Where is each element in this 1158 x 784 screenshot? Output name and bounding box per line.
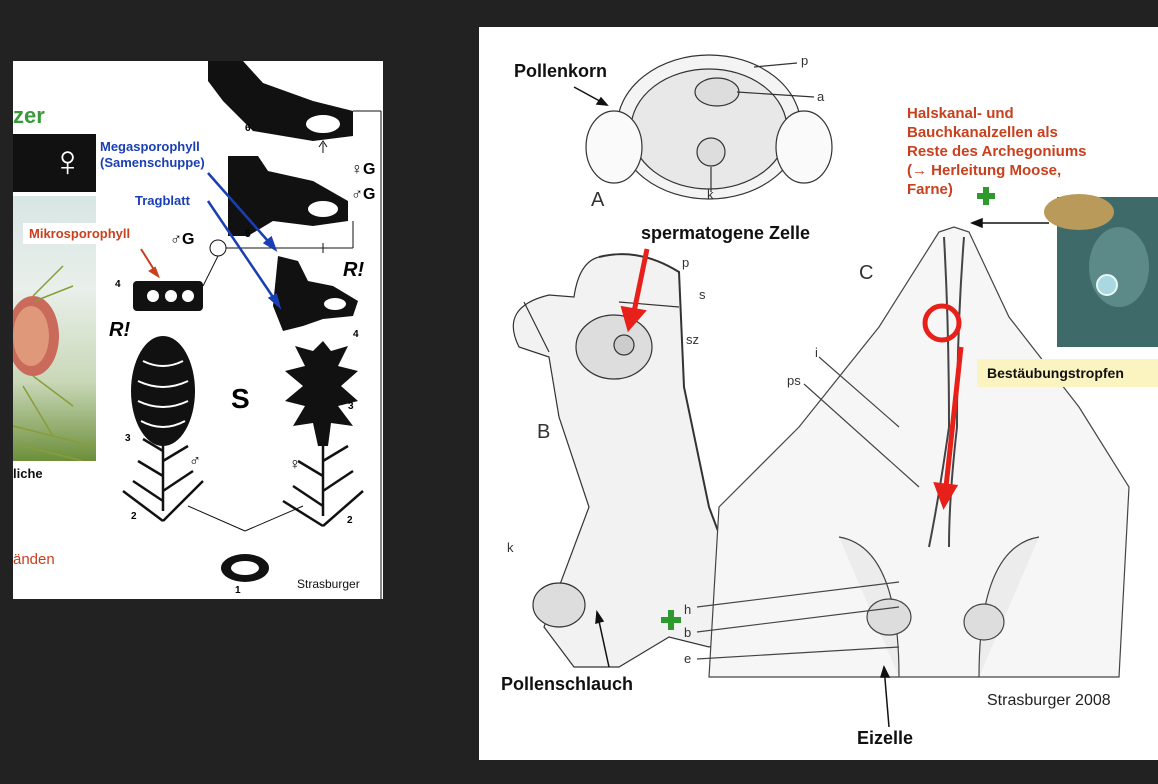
female-g-top: ♀G [351,161,376,178]
stage5-scale [228,156,348,236]
bottom-fragment: änden [13,551,55,568]
letter-p2: p [682,255,690,270]
spermatogene-label: spermatogene Zelle [641,223,811,243]
left-source: Strasburger [297,577,360,591]
r-right: R! [343,259,365,281]
megasporophyll-line1: Megasporophyll [100,139,200,154]
letter-e: e [684,651,692,666]
mikrosporophyll-label: Mikrosporophyll [23,223,137,244]
right-slide: Pollenkorn spermatogene Zelle Pollenschl… [479,27,1158,760]
stage5-ovule [306,199,340,219]
r-left: R! [109,319,131,341]
pollenschlauch-label: Pollenschlauch [501,674,634,694]
num1: 1 [235,585,241,596]
megasporophyll-label: Megasporophyll (Samenschuppe) [100,139,205,171]
plus-icons [661,187,995,630]
num5: 5 [245,229,251,240]
figure-a-pollen-grain [585,54,833,200]
letter-k1: k [707,187,714,202]
female-symbol: ♀ [51,137,84,186]
letter-h: h [684,602,692,617]
black-arrows [595,217,1049,728]
bestaeubung-label: Bestäubungstropfen [977,359,1158,387]
life-cycle-drawing [122,61,382,599]
female-banner: ♀ [13,134,96,192]
halskanal-line1: Halskanal- und [907,105,1014,122]
stage6-ovule [304,113,342,135]
eizelle-label: Eizelle [857,728,914,748]
num2b: 2 [347,515,353,526]
male-g-right: ♂G [351,186,376,203]
male-symbol: ♂ [189,453,201,470]
letter-b: b [684,625,692,640]
num4a: 4 [115,279,121,290]
canal-cells-circle [922,303,962,343]
figure-b-pollen-tube [512,253,755,668]
num6: 6 [245,123,251,134]
num2a: 2 [131,511,137,522]
left-slide: zer ♀ Mikrosporophyll liche änden Megasp… [13,61,383,599]
num3a: 3 [125,433,131,444]
male-g: ♂G [170,231,195,248]
letter-p1: p [801,53,809,68]
stage4-female-scale [273,256,358,331]
plus-icon-bottom [661,610,681,630]
red-arrows [620,248,964,510]
figure-c-archegonium [696,226,1130,678]
caption-fragment: liche [13,466,43,481]
megasporophyll-line2: (Samenschuppe) [100,155,205,170]
plus-icon-top [977,187,995,205]
letter-B: B [537,421,551,443]
tragblatt-label: Tragblatt [135,193,190,208]
letter-s: s [699,287,706,302]
letter-i: i [815,345,818,360]
num4b: 4 [353,329,359,340]
slide-title-fragment: zer [13,103,45,128]
blue-arrows [206,172,282,310]
halskanal-line4: (→ Herleitung Moose, [907,162,1062,179]
letter-A: A [591,189,605,211]
letter-C: C [859,262,874,284]
num3b: 3 [348,401,354,412]
s-mark: S [231,383,250,414]
right-source: Strasburger 2008 [987,692,1111,709]
letter-a: a [817,89,825,104]
mikro-arrow [140,248,160,279]
male-branch [122,431,204,522]
halskanal-label: Halskanal- und Bauchkanalzellen als Rest… [907,104,1087,199]
pollenkorn-label: Pollenkorn [514,61,608,81]
pollen-archegonium-drawing [512,54,1158,728]
letter-k2: k [507,540,514,555]
halskanal-line3: Reste des Archegoniums [907,143,1087,160]
female-symbol-branch: ♀ [289,456,301,473]
letter-sz: sz [686,332,699,347]
halskanal-line2: Bauchkanalzellen als [907,124,1058,141]
male-cone [131,336,195,446]
letter-ps: ps [787,373,801,388]
female-branch [282,436,364,528]
halskanal-line5: Farne) [907,181,953,198]
cone-illustration [13,265,94,462]
female-cone [285,341,358,446]
